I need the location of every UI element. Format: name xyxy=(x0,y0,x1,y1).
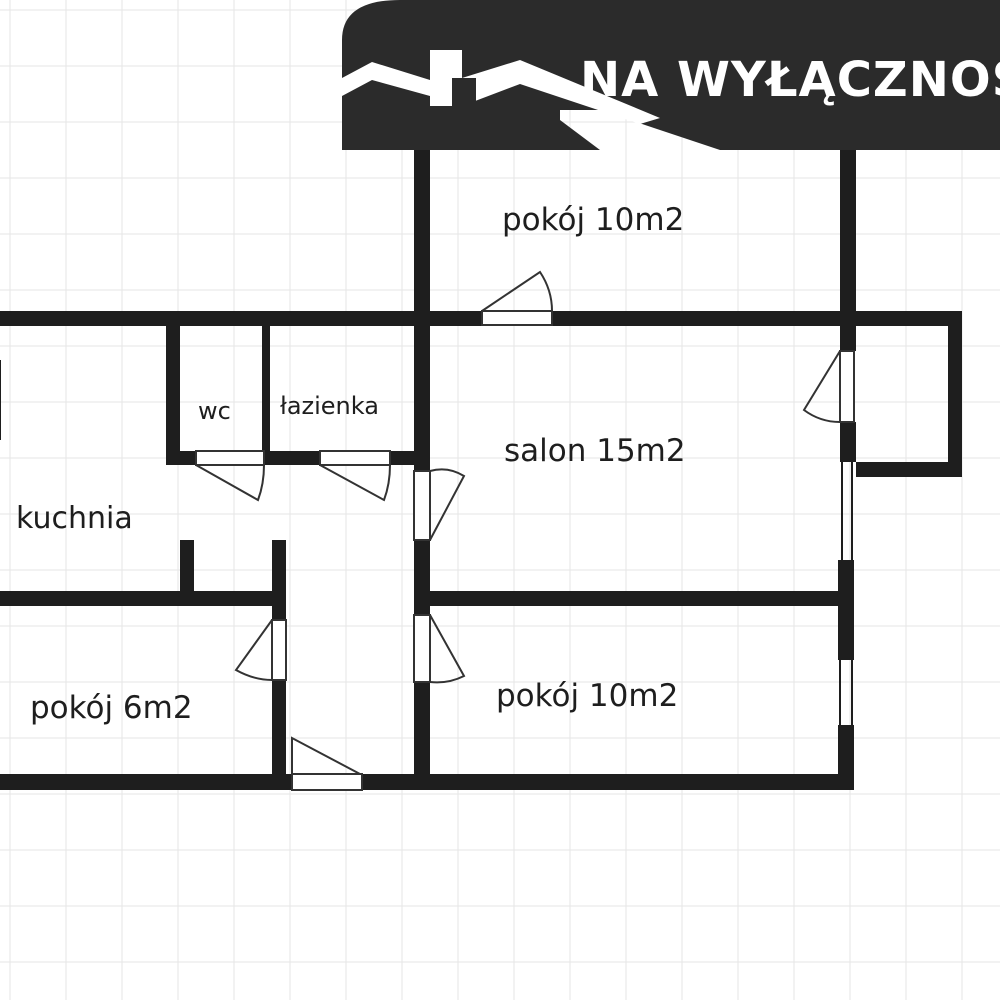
room-label-pokoj-small: pokój 6m2 xyxy=(30,690,193,726)
doors xyxy=(195,270,855,791)
wall-segment xyxy=(840,150,856,326)
door xyxy=(413,470,431,541)
door xyxy=(319,450,391,466)
room-label-pokoj-bottom: pokój 10m2 xyxy=(496,678,678,714)
wall-segment xyxy=(180,540,194,605)
exclusive-banner: NA WYŁĄCZNOŚĆ xyxy=(342,0,1000,150)
wall-segment xyxy=(414,311,430,471)
wall-segment xyxy=(166,451,196,465)
room-label-wc: wc xyxy=(198,397,231,425)
wall-segment xyxy=(0,774,292,790)
house-roof-icon xyxy=(342,50,660,124)
door xyxy=(195,450,265,466)
wall-segment xyxy=(856,462,962,477)
wall-segment xyxy=(0,311,482,326)
wall-segment xyxy=(414,150,430,326)
wall-segment xyxy=(166,311,180,465)
door xyxy=(481,310,553,326)
wall-segment xyxy=(262,316,270,464)
banner-background xyxy=(342,0,1000,150)
door-swing xyxy=(319,464,391,502)
room-label-pokoj-top: pokój 10m2 xyxy=(502,202,684,238)
door-swing xyxy=(429,468,466,541)
room-label-kuchnia: kuchnia xyxy=(16,501,133,536)
door xyxy=(413,614,431,683)
door-swing xyxy=(429,614,466,684)
wall-segment xyxy=(362,774,854,790)
banner-text: NA WYŁĄCZNOŚĆ xyxy=(580,51,1000,108)
door xyxy=(271,619,287,681)
door xyxy=(291,773,363,791)
wall-segment xyxy=(838,560,854,660)
wall-segment xyxy=(272,606,286,620)
windows xyxy=(0,190,855,725)
door-swing xyxy=(802,350,841,423)
wall-segment xyxy=(414,682,430,790)
door-swing xyxy=(481,270,553,312)
door-swing xyxy=(234,619,273,681)
wall-segment xyxy=(414,591,854,606)
wall-segment xyxy=(264,451,320,465)
room-labels: pokój 10m2 wc łazienka salon 15m2 kuchni… xyxy=(16,202,686,726)
wall-segment xyxy=(838,725,854,790)
walls xyxy=(0,150,962,790)
room-label-salon: salon 15m2 xyxy=(504,433,686,469)
room-label-lazienka: łazienka xyxy=(280,392,379,420)
wall-segment xyxy=(552,311,962,326)
wall-segment xyxy=(272,540,286,605)
wall-segment xyxy=(0,591,286,606)
door-swing xyxy=(195,464,265,502)
wall-segment xyxy=(272,680,286,790)
wall-segment xyxy=(840,311,856,351)
door-swing xyxy=(291,736,361,775)
door xyxy=(839,350,855,423)
wall-segment xyxy=(948,311,962,477)
